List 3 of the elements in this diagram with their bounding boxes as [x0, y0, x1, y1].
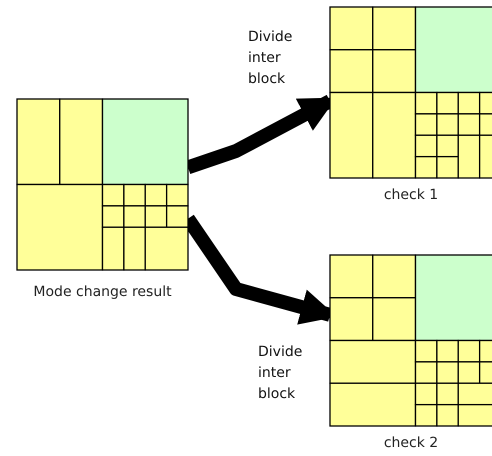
node-label: check 1 — [382, 187, 440, 203]
node-label: Mode change result — [32, 284, 173, 300]
node-label: check 2 — [382, 435, 440, 451]
